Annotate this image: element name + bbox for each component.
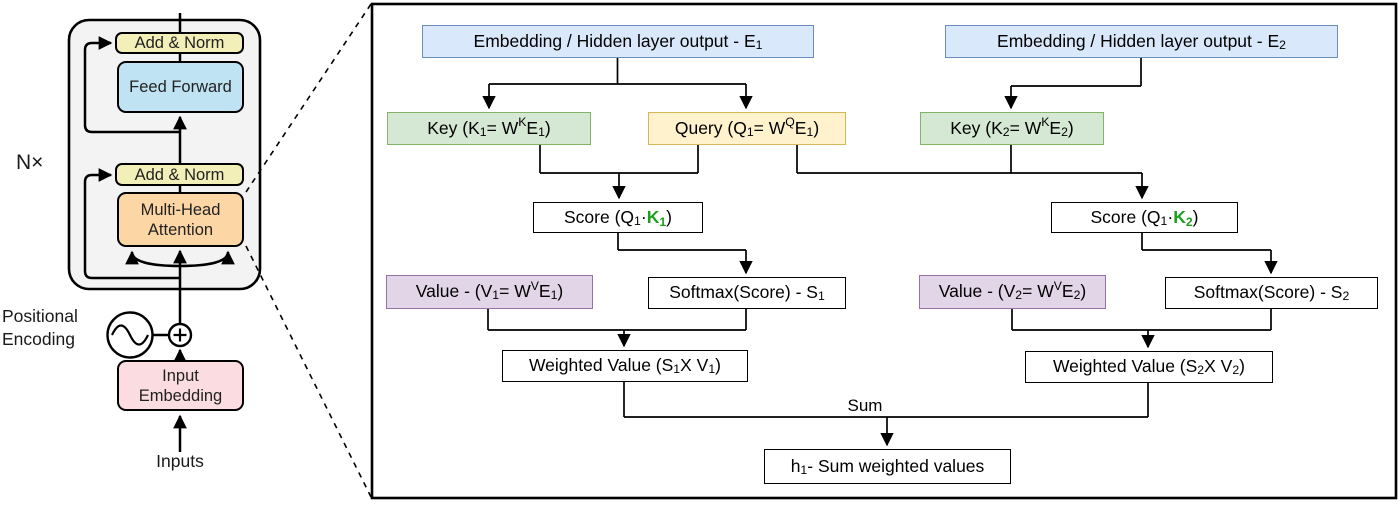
detail-panel-frame (370, 2, 1398, 500)
positional-encoding-label: Positional Encoding (2, 306, 78, 349)
feed-forward-box: Feed Forward (117, 61, 244, 113)
detail-panel-wires (482, 58, 1278, 447)
inputs-label: Inputs (156, 451, 204, 471)
zoom-lens-dashed-lines (245, 3, 372, 498)
add-norm-bottom-box: Add & Norm (115, 163, 244, 186)
plus-circle-icon (167, 322, 193, 348)
positional-encoding-icon (106, 311, 154, 359)
transformer-encoder-wires (83, 13, 235, 452)
add-norm-top-box: Add & Norm (115, 32, 244, 54)
input-embedding-box: Input Embedding (117, 360, 244, 411)
multi-head-attention-box: Multi-Head Attention (117, 192, 244, 247)
sum-label: Sum (847, 396, 883, 415)
n-times-label: N× (16, 151, 44, 174)
